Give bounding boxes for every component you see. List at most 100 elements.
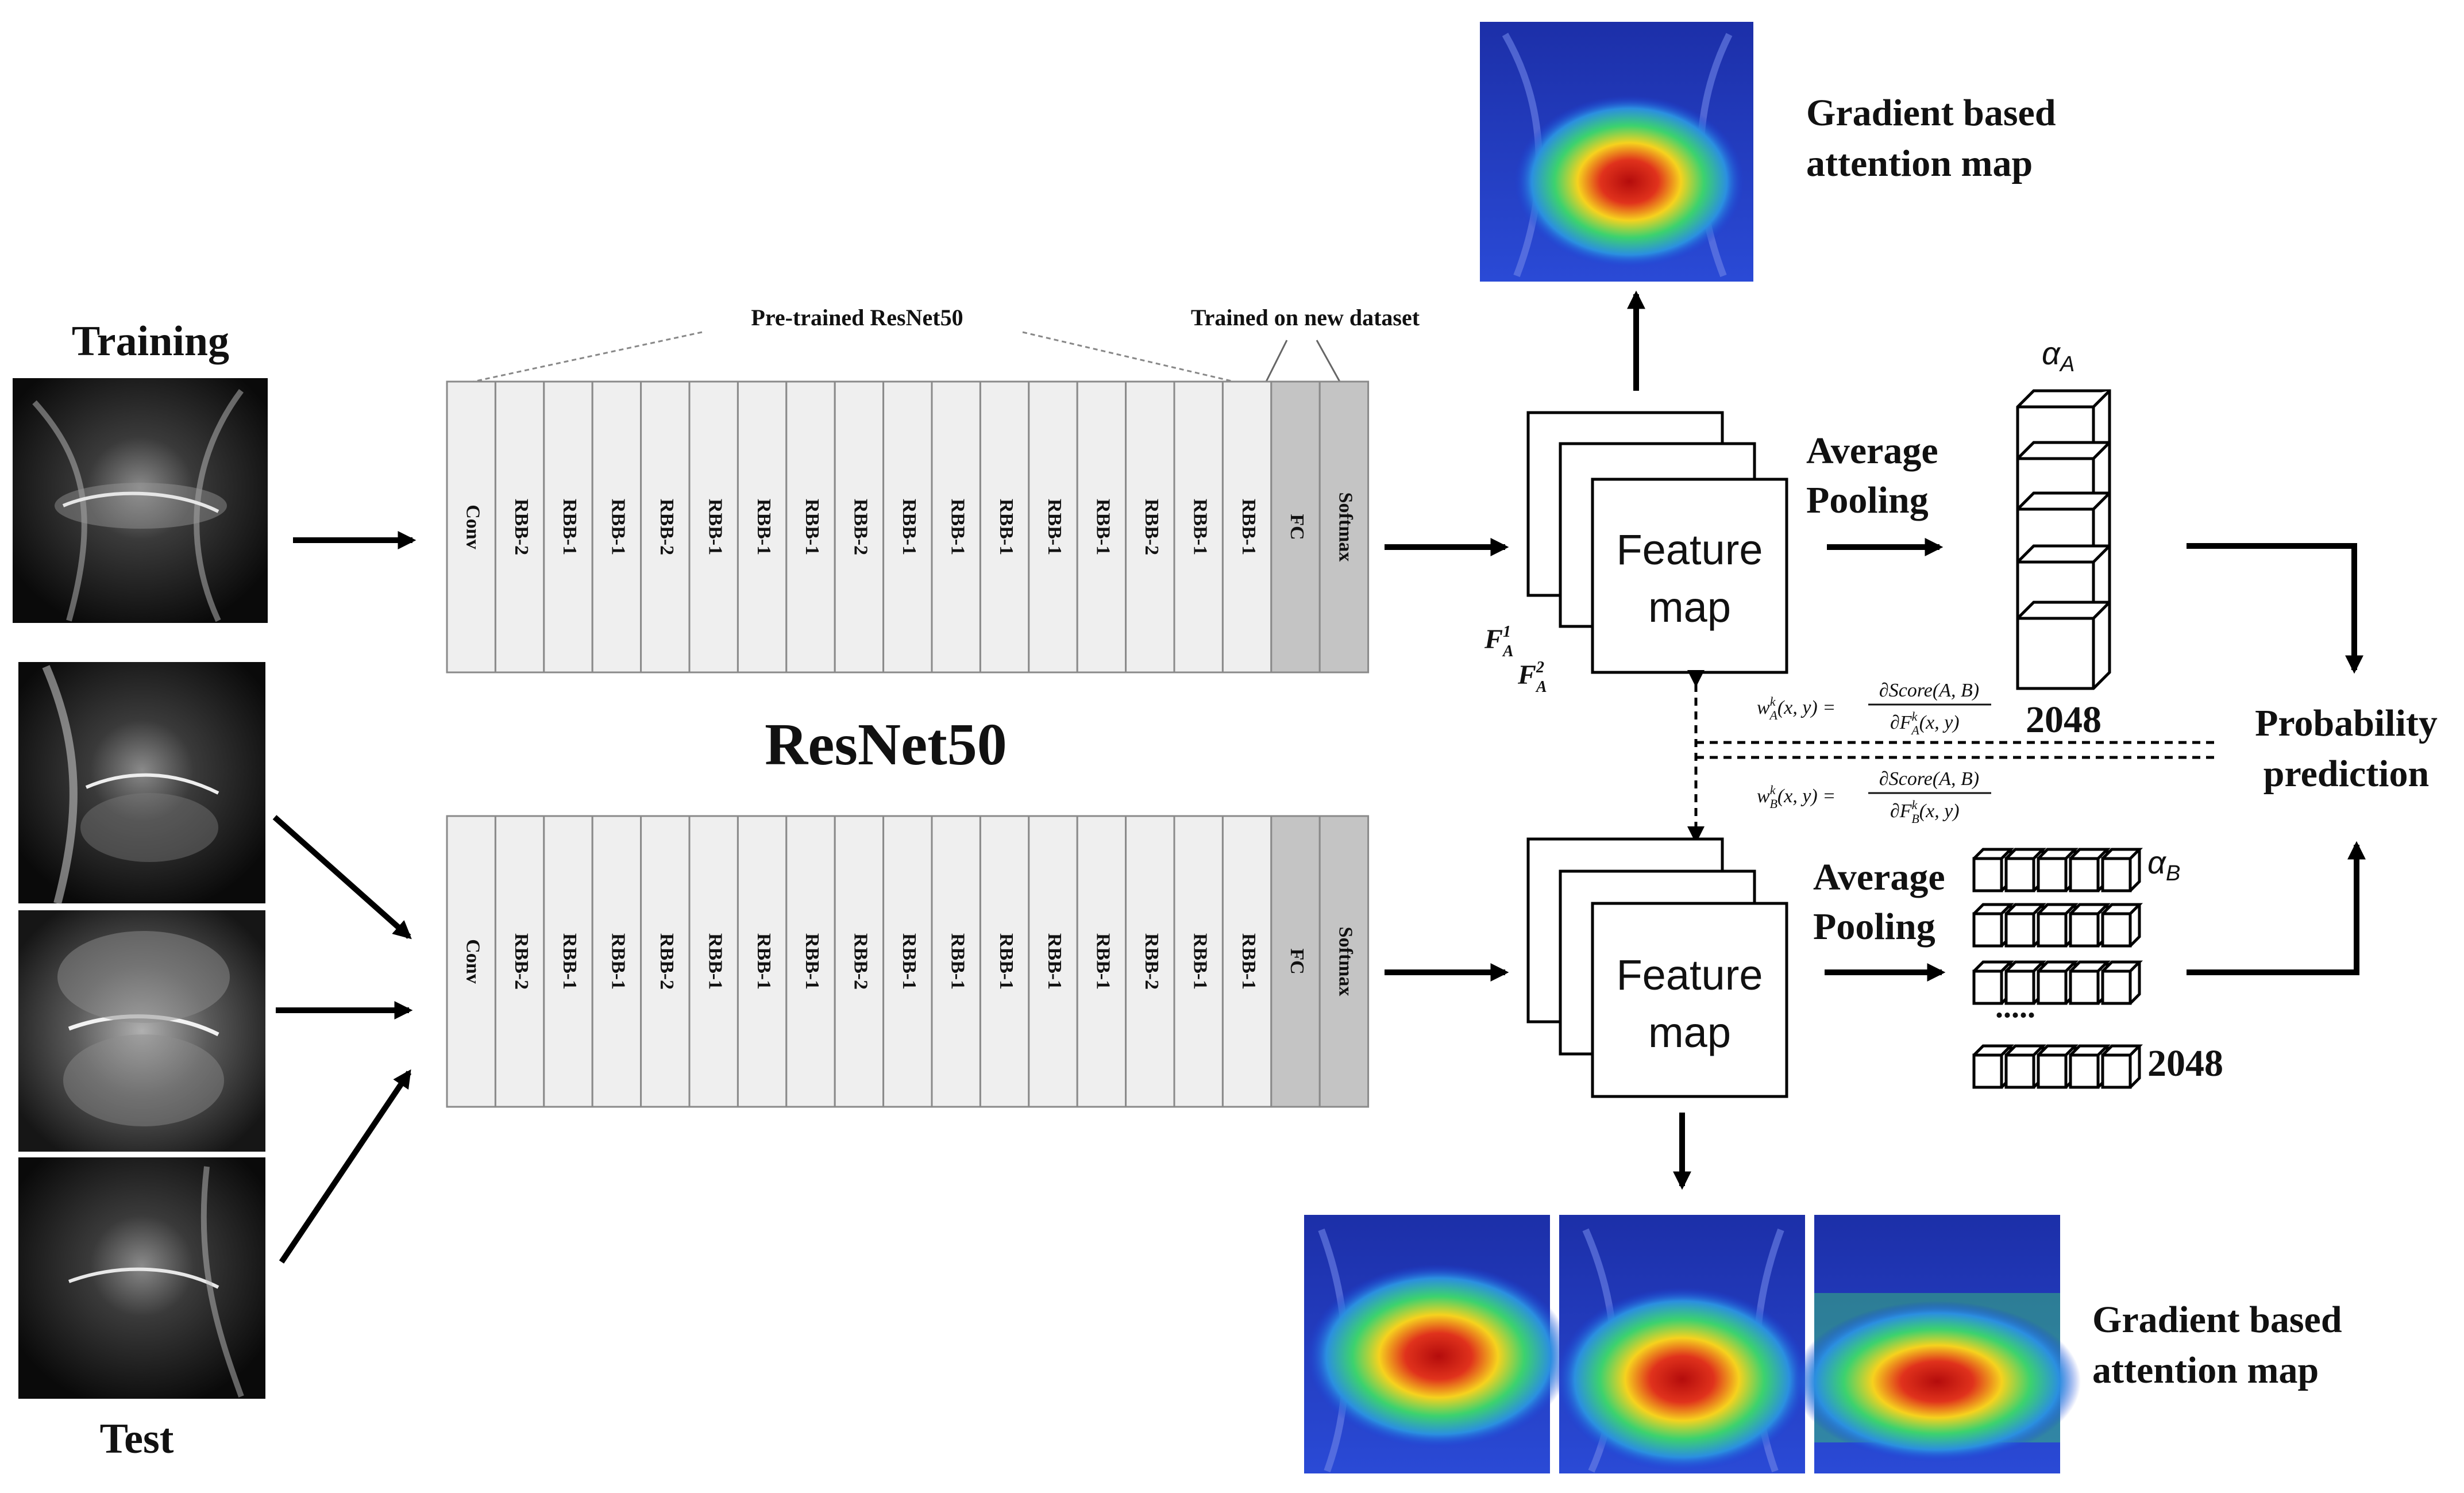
layer-block-conv: Conv <box>446 815 496 1108</box>
svg-text:∂FkA(x, y): ∂FkA(x, y) <box>1890 709 1960 737</box>
layer-label: RBB-1 <box>704 933 726 990</box>
layer-label: RBB-2 <box>1141 933 1162 990</box>
avg-pooling-bottom-line1: Average <box>1813 856 1945 898</box>
layer-block-rbb-1: RBB-1 <box>785 815 836 1108</box>
training-label: Training <box>72 318 229 365</box>
layer-label: Softmax <box>1335 492 1356 562</box>
layer-block-rbb-1: RBB-1 <box>688 380 739 674</box>
layer-block-rbb-2: RBB-2 <box>494 380 545 674</box>
layer-label: RBB-2 <box>511 499 532 555</box>
arrow-alpha-b-to-prob <box>2187 841 2366 975</box>
alpha-b-cube <box>2069 848 2111 892</box>
layer-block-rbb-1: RBB-1 <box>1076 380 1127 674</box>
layer-block-rbb-1: RBB-1 <box>1173 380 1224 674</box>
layer-block-rbb-1: RBB-1 <box>1221 380 1273 674</box>
avg-pooling-top-line1: Average <box>1806 430 1938 472</box>
feature-map-bottom-line2: map <box>1648 1009 1731 1056</box>
layer-block-rbb-2: RBB-2 <box>640 380 691 674</box>
dashed-connectors <box>1687 670 2218 844</box>
layer-label: RBB-1 <box>801 933 823 990</box>
test-mri-image-2 <box>18 910 265 1152</box>
alpha-b-cube <box>2101 1044 2143 1089</box>
test-section: Test <box>18 662 265 1463</box>
layer-block-rbb-1: RBB-1 <box>1028 380 1078 674</box>
layer-label: RBB-1 <box>608 499 629 555</box>
layer-block-rbb-1: RBB-1 <box>1076 815 1127 1108</box>
layer-block-rbb-2: RBB-2 <box>834 380 885 674</box>
bottom-attention-map-2 <box>1556 1215 1809 1473</box>
layer-label: RBB-2 <box>656 933 677 990</box>
layer-block-rbb-1: RBB-1 <box>785 380 836 674</box>
test-label: Test <box>100 1415 174 1463</box>
layer-block-rbb-1: RBB-1 <box>688 815 739 1108</box>
bottom-attention-map-3 <box>1794 1215 2081 1473</box>
feature-map-top-line1: Feature <box>1616 526 1763 574</box>
alpha-b-dots: ..... <box>1995 989 2035 1025</box>
count-2048-top: 2048 <box>2026 699 2101 741</box>
alpha-b-cube <box>2069 1044 2111 1089</box>
svg-text:∂Score(A, B): ∂Score(A, B) <box>1879 680 1979 701</box>
avg-pooling-top-line2: Pooling <box>1806 479 1929 521</box>
feature-map-bottom: Feature map <box>1526 837 1788 1098</box>
layer-label: RBB-1 <box>1238 499 1259 555</box>
layer-label: RBB-1 <box>899 499 920 555</box>
layer-block-rbb-2: RBB-2 <box>494 815 545 1108</box>
layer-label: RBB-2 <box>850 499 872 555</box>
alpha-b-cube <box>2069 903 2111 948</box>
layer-label: RBB-1 <box>753 499 774 555</box>
layer-block-rbb-2: RBB-2 <box>834 815 885 1108</box>
training-mri-image <box>13 378 268 623</box>
svg-text:∂Score(A, B): ∂Score(A, B) <box>1879 768 1979 790</box>
alpha-a-cube <box>2016 544 2111 564</box>
layer-block-rbb-1: RBB-1 <box>979 815 1030 1108</box>
layer-label: RBB-1 <box>1044 499 1065 555</box>
layer-label: RBB-1 <box>1238 933 1259 990</box>
test-mri-image-3 <box>18 1157 265 1399</box>
layer-label: Softmax <box>1335 927 1356 996</box>
layer-label: Conv <box>462 505 483 549</box>
layer-block-rbb-1: RBB-1 <box>543 815 593 1108</box>
probability-line1: Probability <box>2255 702 2438 744</box>
alpha-a-cube <box>2016 389 2111 690</box>
arrow-alpha-a-to-prob <box>2187 543 2364 674</box>
top-attention-map-image <box>1480 22 1753 282</box>
layer-label: RBB-2 <box>656 499 677 555</box>
layer-block-fc: FC <box>1270 380 1321 674</box>
top-attention-label-line2: attention map <box>1806 143 2033 184</box>
feature-map-top-line2: map <box>1648 583 1731 631</box>
layer-label: RBB-1 <box>1093 933 1114 990</box>
layer-block-rbb-1: RBB-1 <box>882 380 933 674</box>
bottom-attention-label-line2: attention map <box>2092 1349 2319 1391</box>
test-mri-image-1 <box>18 662 265 905</box>
layer-block-rbb-1: RBB-1 <box>931 815 981 1108</box>
layer-label: RBB-1 <box>947 499 968 555</box>
layer-block-rbb-1: RBB-1 <box>931 380 981 674</box>
layer-block-rbb-1: RBB-1 <box>591 815 642 1108</box>
layer-label: Conv <box>462 939 483 983</box>
layer-block-rbb-1: RBB-1 <box>543 380 593 674</box>
bottom-attention-label-line1: Gradient based <box>2092 1299 2342 1341</box>
alpha-b-cube <box>2037 960 2079 1005</box>
avg-pooling-bottom-line2: Pooling <box>1813 906 1935 948</box>
pretrained-label: Pre-trained ResNet50 <box>751 305 963 330</box>
layer-block-rbb-1: RBB-1 <box>736 380 788 674</box>
layer-block-rbb-1: RBB-1 <box>882 815 933 1108</box>
layer-label: RBB-1 <box>996 933 1017 990</box>
layer-label: RBB-1 <box>608 933 629 990</box>
svg-text:∂FkB(x, y): ∂FkB(x, y) <box>1890 798 1960 826</box>
layer-block-conv: Conv <box>446 380 496 674</box>
layer-label: RBB-1 <box>559 499 580 555</box>
layer-label: RBB-1 <box>753 933 774 990</box>
layer-label: RBB-1 <box>1044 933 1065 990</box>
layer-block-softmax: Softmax <box>1318 815 1370 1108</box>
layer-label: RBB-1 <box>1093 499 1114 555</box>
resnet-title: ResNet50 <box>765 711 1007 778</box>
pretrained-annotation: Pre-trained ResNet50 Trained on new data… <box>473 305 1420 383</box>
alpha-a-vector <box>2016 389 2111 690</box>
alpha-b-vectors <box>1972 848 2143 1089</box>
layer-block-fc: FC <box>1270 815 1321 1108</box>
